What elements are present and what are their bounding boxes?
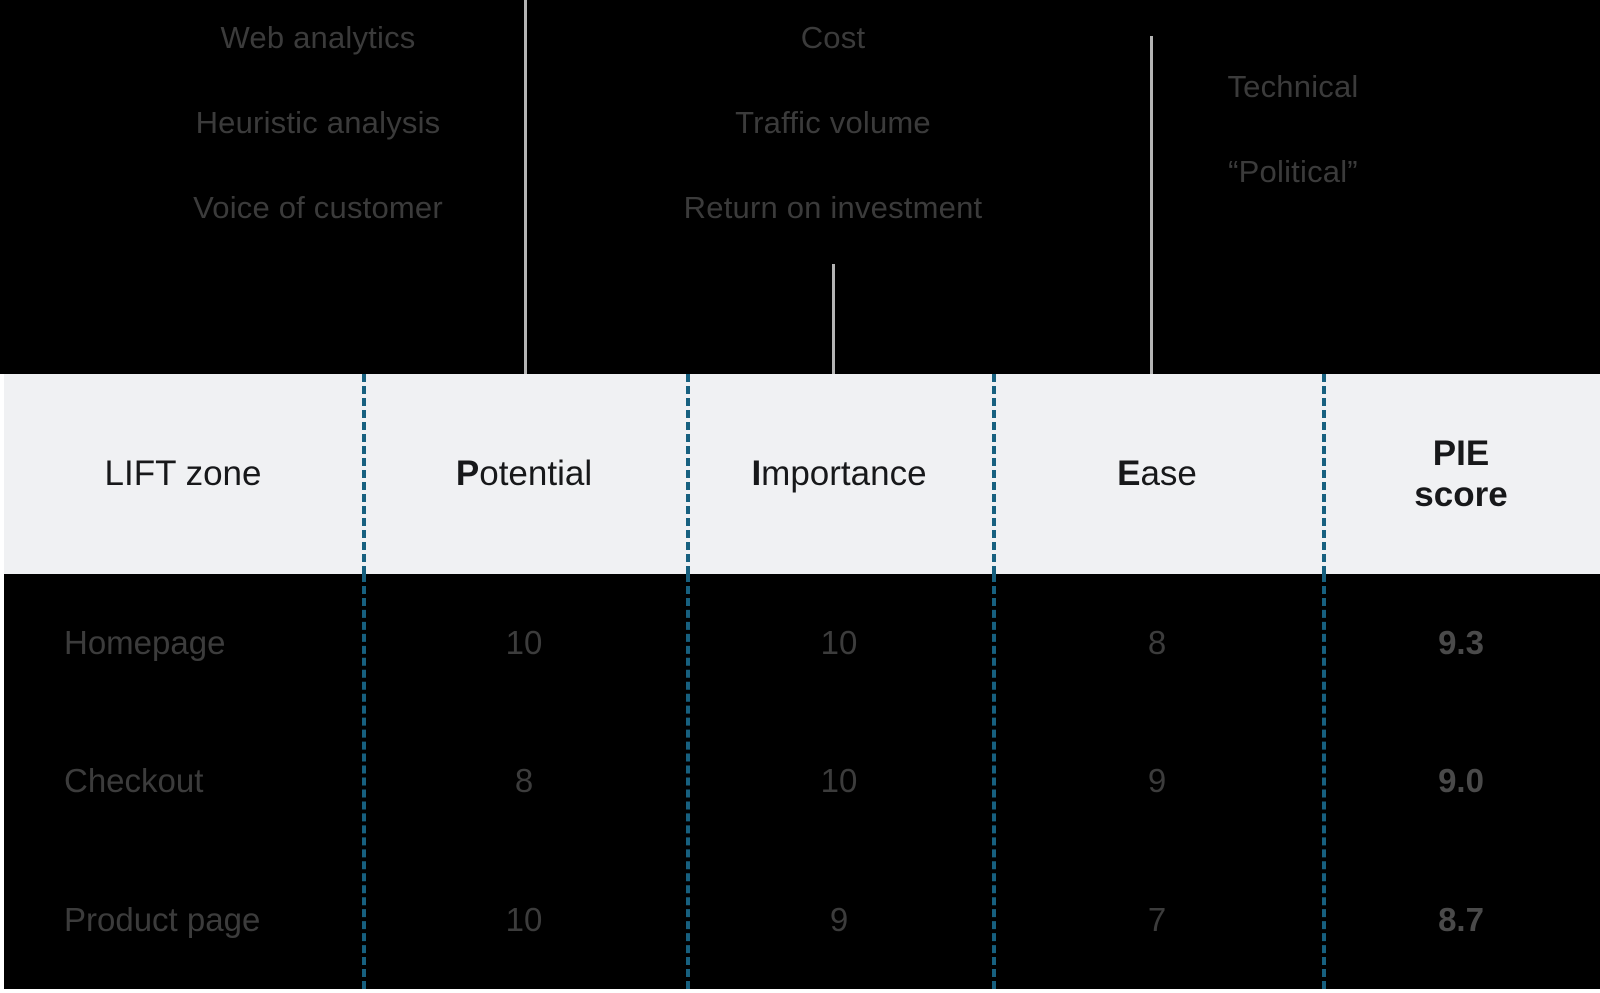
annotation-line: Traffic volume — [735, 105, 931, 140]
cell-importance: 9 — [829, 900, 849, 938]
annotation-line: Return on investment — [683, 190, 983, 225]
column-header-importance: Importance — [686, 374, 992, 574]
annotation-line: Heuristic analysis — [195, 105, 441, 140]
cell-ease: 9 — [1147, 762, 1167, 800]
annotation-line: Voice of customer — [193, 190, 443, 225]
column-header-label: LIFT zone — [104, 454, 262, 494]
connector-line-ease — [1150, 36, 1153, 412]
cell-lift-zone: Checkout — [64, 762, 204, 800]
column-header-pie-score: PIE score — [1414, 433, 1508, 514]
annotation-line: Cost — [800, 20, 866, 55]
annotation-group-importance: Cost Traffic volume Return on investment — [633, 22, 1033, 223]
annotation-line: Technical — [1227, 69, 1359, 104]
column-header-potential: Potential — [362, 374, 686, 574]
annotation-line: Web analytics — [220, 20, 416, 55]
cell-importance: 10 — [820, 762, 858, 800]
table-row: Homepage 10 10 8 9.3 — [4, 574, 1600, 712]
cell-lift-zone: Product page — [64, 900, 261, 938]
cell-potential: 8 — [514, 762, 534, 800]
table-row: Checkout 8 10 9 9.0 — [4, 712, 1600, 850]
cell-pie-score: 9.3 — [1438, 624, 1484, 662]
column-header-label: ase — [1140, 454, 1197, 494]
annotation-line: “Political” — [1228, 154, 1358, 189]
cell-lift-zone: Homepage — [64, 624, 226, 662]
column-header-initial: P — [455, 454, 480, 494]
connector-line-importance — [832, 264, 835, 408]
column-header-initial: E — [1117, 454, 1141, 494]
column-header-ease: Ease — [992, 374, 1322, 574]
table-row: Product page 10 9 7 8.7 — [4, 851, 1600, 989]
cell-potential: 10 — [505, 900, 543, 938]
column-header-label: mportance — [761, 454, 927, 494]
column-header-label: otential — [479, 454, 593, 494]
table-header-row: LIFT zone Potential Importance Ease PIE … — [0, 374, 1600, 574]
cell-ease: 8 — [1147, 624, 1167, 662]
cell-potential: 10 — [505, 624, 543, 662]
annotation-group-potential: Web analytics Heuristic analysis Voice o… — [118, 22, 518, 223]
cell-pie-score: 8.7 — [1438, 900, 1484, 938]
cell-ease: 7 — [1147, 900, 1167, 938]
connector-line-potential — [524, 0, 527, 406]
cell-pie-score: 9.0 — [1438, 762, 1484, 800]
column-header-lift-zone: LIFT zone — [4, 374, 362, 574]
annotation-group-ease: Technical “Political” — [1093, 71, 1493, 187]
table-body: Homepage 10 10 8 9.3 Checkout 8 10 9 9.0… — [0, 574, 1600, 993]
pie-score-table: LIFT zone Potential Importance Ease PIE … — [0, 374, 1600, 993]
column-header-initial: I — [751, 454, 762, 494]
cell-importance: 10 — [820, 624, 858, 662]
